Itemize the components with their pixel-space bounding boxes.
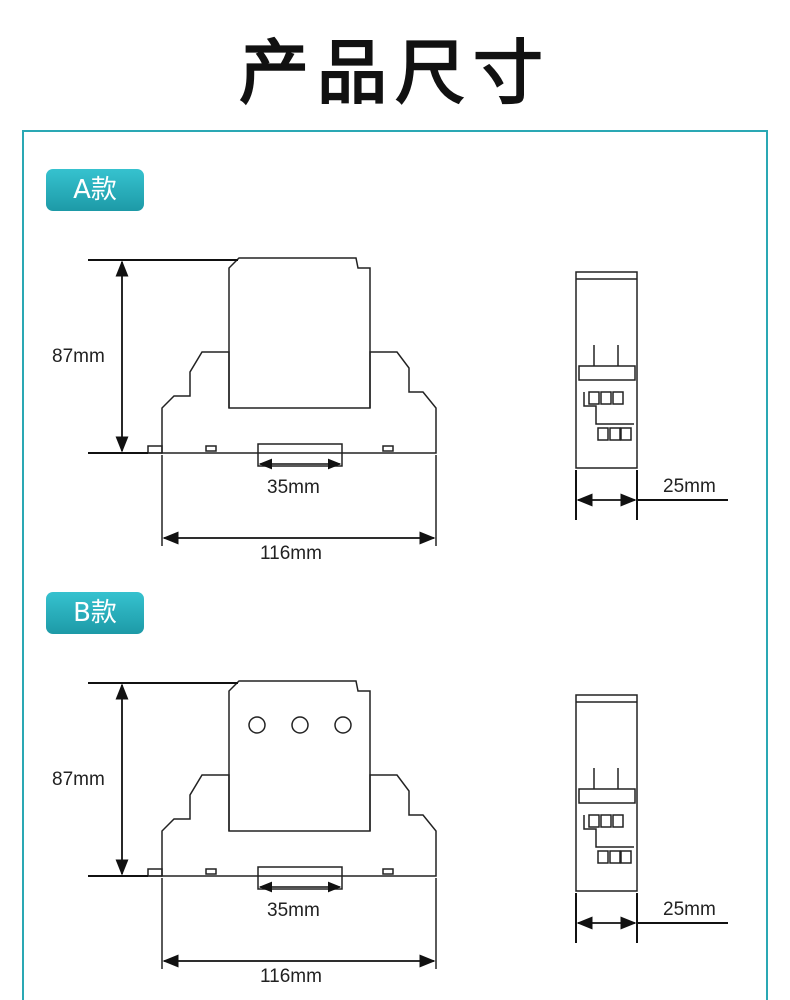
variant-b-height-label: 87mm [52, 769, 105, 790]
variant-b-width-label: 116mm [260, 966, 322, 987]
variant-b-rail-label: 35mm [267, 900, 320, 921]
variant-a-rail-label: 35mm [267, 477, 320, 498]
variant-a-height-label: 87mm [52, 346, 105, 367]
variant-b-depth-dimension [575, 893, 728, 943]
variant-b-front-view [147, 680, 437, 890]
variant-b-badge: B款 [46, 592, 144, 634]
indicator-lamp-icon [291, 716, 309, 734]
variant-a-width-label: 116mm [260, 543, 322, 564]
page-title: 产品尺寸 [239, 32, 551, 114]
variant-a-depth-label: 25mm [663, 476, 716, 497]
variant-b-height-dimension [88, 682, 238, 877]
variant-b-side-view [575, 694, 638, 892]
variant-a-depth-dimension [575, 470, 728, 520]
variant-a-height-dimension [88, 259, 238, 454]
variant-b-width-dimension [161, 878, 437, 969]
variant-a-badge: A款 [46, 169, 144, 211]
variant-b-drawing [88, 680, 728, 969]
indicator-lamp-icon [248, 716, 266, 734]
variant-a-drawing [88, 257, 728, 546]
indicator-lamp-icon [334, 716, 352, 734]
variant-a-front-view [147, 257, 437, 467]
variant-b-depth-label: 25mm [663, 899, 716, 920]
variant-a-side-view [575, 271, 638, 469]
variant-a-width-dimension [161, 455, 437, 546]
dimension-panel [22, 130, 768, 1000]
